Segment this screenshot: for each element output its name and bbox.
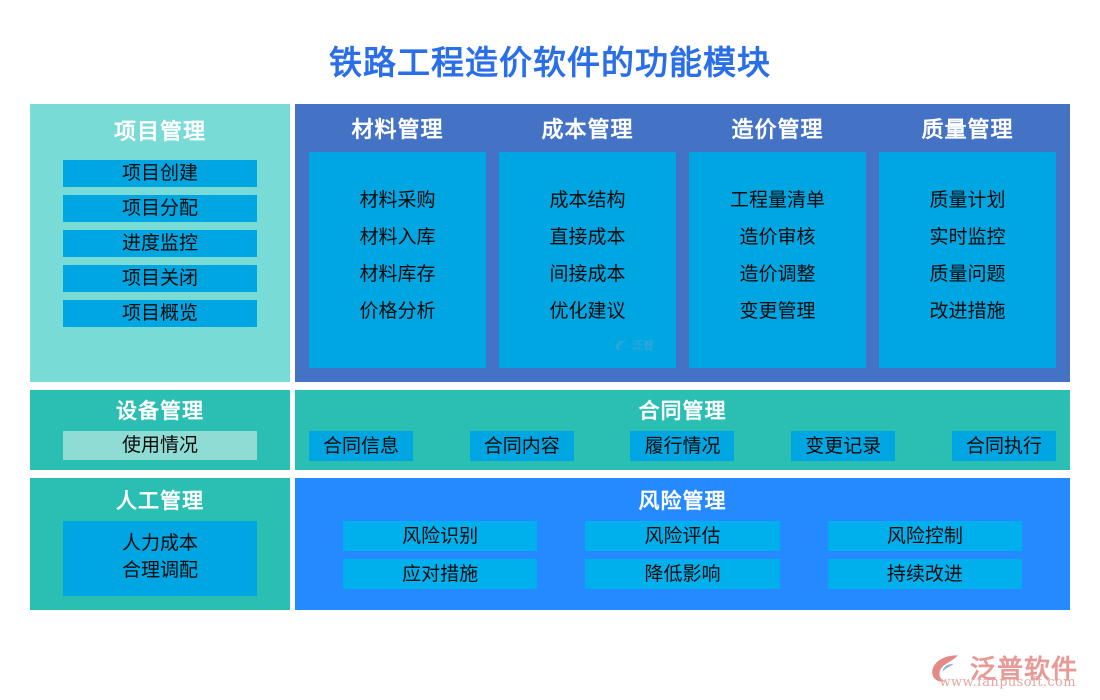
- module-item[interactable]: 变更管理: [739, 300, 816, 322]
- page-title: 铁路工程造价软件的功能模块: [329, 43, 771, 82]
- module-item[interactable]: 材料采购: [359, 189, 436, 211]
- module-column-material: 材料管理 材料采购 材料入库 材料库存 价格分析: [309, 112, 486, 368]
- panel-labor-management: 人工管理 人力成本 合理调配: [30, 478, 290, 610]
- module-heading-quality: 质量管理: [921, 118, 1014, 143]
- panel-risk-management: 风险管理 风险识别 风险评估 风险控制 应对措施 降低影响 持续改进: [295, 478, 1070, 610]
- panel-project-management: 项目管理 项目创建 项目分配 进度监控 项目关闭 项目概览: [30, 104, 290, 382]
- module-box-quality: 质量计划 实时监控 质量问题 改进措施: [879, 152, 1056, 368]
- project-item[interactable]: 项目概览: [63, 300, 257, 327]
- contract-item[interactable]: 合同执行: [951, 431, 1056, 461]
- module-box-material: 材料采购 材料入库 材料库存 价格分析: [309, 152, 486, 368]
- contract-item[interactable]: 合同内容: [469, 431, 574, 461]
- panel-labor-heading: 人工管理: [116, 489, 204, 513]
- risk-item[interactable]: 风险识别: [343, 521, 538, 551]
- panel-core-modules: 材料管理 材料采购 材料入库 材料库存 价格分析 成本管理 成本结构 直接成本 …: [295, 104, 1070, 382]
- module-column-pricing: 造价管理 工程量清单 造价审核 造价调整 变更管理: [689, 112, 866, 368]
- project-item-list: 项目创建 项目分配 进度监控 项目关闭 项目概览: [30, 160, 290, 327]
- fanpu-logo-icon: [932, 654, 958, 682]
- contract-item-row: 合同信息 合同内容 履行情况 变更记录 合同执行: [295, 425, 1070, 461]
- panel-equipment-management: 设备管理 使用情况: [30, 390, 290, 470]
- footer-brand-url: www.fanpusoft.com: [939, 675, 1076, 690]
- contract-item[interactable]: 变更记录: [791, 431, 896, 461]
- risk-item[interactable]: 应对措施: [343, 559, 538, 589]
- equipment-item[interactable]: 使用情况: [63, 431, 257, 460]
- module-heading-cost: 成本管理: [541, 118, 634, 143]
- risk-item[interactable]: 持续改进: [827, 559, 1022, 589]
- module-box-pricing: 工程量清单 造价审核 造价调整 变更管理: [689, 152, 866, 368]
- panel-risk-heading: 风险管理: [638, 489, 727, 513]
- project-item[interactable]: 项目创建: [63, 160, 257, 187]
- project-item[interactable]: 进度监控: [63, 230, 257, 257]
- panel-equipment-heading: 设备管理: [116, 399, 204, 423]
- module-heading-pricing: 造价管理: [731, 118, 824, 143]
- module-heading-material: 材料管理: [351, 118, 444, 143]
- module-item[interactable]: 间接成本: [549, 263, 626, 285]
- panel-contract-heading: 合同管理: [638, 399, 727, 423]
- panel-contract-management: 合同管理 合同信息 合同内容 履行情况 变更记录 合同执行: [295, 390, 1070, 470]
- contract-item[interactable]: 合同信息: [309, 431, 414, 461]
- labor-item[interactable]: 合理调配: [121, 559, 198, 581]
- module-item[interactable]: 材料入库: [359, 226, 436, 248]
- project-item[interactable]: 项目分配: [63, 195, 257, 222]
- risk-item-grid: 风险识别 风险评估 风险控制 应对措施 降低影响 持续改进: [295, 515, 1070, 589]
- module-item[interactable]: 材料库存: [359, 263, 436, 285]
- module-item[interactable]: 改进措施: [929, 300, 1006, 322]
- module-item[interactable]: 质量问题: [929, 263, 1006, 285]
- modules-row: 材料管理 材料采购 材料入库 材料库存 价格分析 成本管理 成本结构 直接成本 …: [295, 104, 1070, 382]
- footer-brand-name: 泛普软件: [969, 655, 1078, 685]
- module-item[interactable]: 价格分析: [359, 300, 436, 322]
- risk-item[interactable]: 风险评估: [585, 521, 780, 551]
- contract-item[interactable]: 履行情况: [630, 431, 735, 461]
- module-item[interactable]: 造价调整: [739, 263, 816, 285]
- module-item[interactable]: 造价审核: [739, 226, 816, 248]
- module-column-cost: 成本管理 成本结构 直接成本 间接成本 优化建议: [499, 112, 676, 368]
- module-item[interactable]: 成本结构: [549, 189, 626, 211]
- labor-item-box: 人力成本 合理调配: [63, 521, 257, 596]
- module-box-cost: 成本结构 直接成本 间接成本 优化建议: [499, 152, 676, 368]
- module-column-quality: 质量管理 质量计划 实时监控 质量问题 改进措施: [879, 112, 1056, 368]
- project-item[interactable]: 项目关闭: [63, 265, 257, 292]
- risk-item[interactable]: 降低影响: [585, 559, 780, 589]
- module-item[interactable]: 优化建议: [549, 300, 626, 322]
- module-item[interactable]: 直接成本: [549, 226, 626, 248]
- module-item[interactable]: 质量计划: [929, 189, 1006, 211]
- labor-item[interactable]: 人力成本: [121, 532, 198, 554]
- module-item[interactable]: 工程量清单: [729, 189, 825, 211]
- risk-item[interactable]: 风险控制: [827, 521, 1022, 551]
- panel-project-management-heading: 项目管理: [113, 120, 206, 145]
- footer-brand-logo: 泛普软件 www.fanpusoft.com: [928, 649, 1078, 690]
- module-item[interactable]: 实时监控: [929, 226, 1006, 248]
